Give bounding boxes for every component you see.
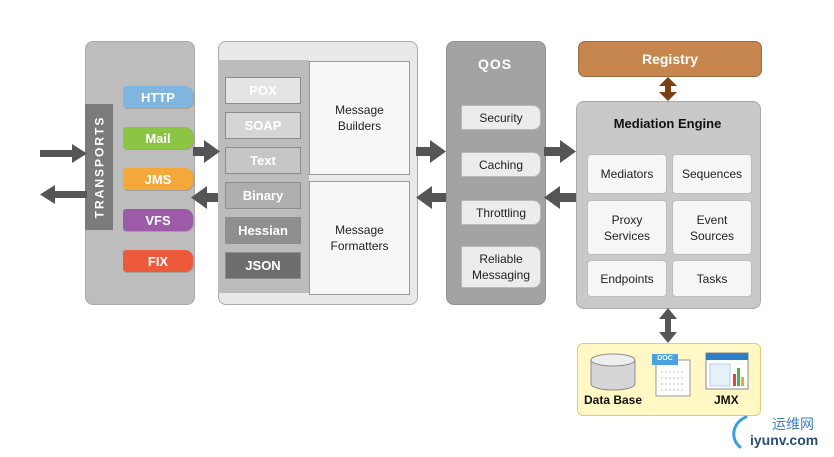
arrow-registry-mediation: [659, 77, 677, 101]
qos-caching: Caching: [461, 152, 541, 177]
document-icon: [652, 354, 691, 397]
registry-box: Registry: [578, 41, 762, 77]
qos-security: Security: [461, 105, 541, 130]
mediation-proxy-services: Proxy Services: [587, 200, 667, 255]
arrow-builders-to-qos: [416, 140, 446, 163]
watermark-swirl-icon: [732, 415, 748, 449]
format-pox-label: POX: [249, 83, 277, 98]
arrow-qos-to-formatters: [416, 186, 446, 209]
format-pox: POX: [225, 77, 301, 104]
format-hessian-label: Hessian: [238, 223, 288, 238]
qos-reliable-messaging-label: Reliable Messaging: [471, 252, 531, 282]
mediation-event-sources-label: Event Sources: [689, 212, 735, 243]
arrow-transports-to-builders: [193, 140, 220, 163]
message-builders: Message Builders: [309, 61, 410, 175]
arrow-external-in: [40, 144, 87, 163]
mediation-mediators: Mediators: [587, 154, 667, 194]
registry-label: Registry: [641, 51, 699, 67]
qos-security-label: Security: [479, 110, 523, 125]
mediation-event-sources: Event Sources: [672, 200, 752, 255]
mediation-endpoints: Endpoints: [587, 260, 667, 297]
transport-vfs-label: VFS: [145, 212, 171, 228]
format-soap-label: SOAP: [244, 118, 282, 133]
jmx-chart-icon: [705, 352, 749, 390]
mediation-proxy-services-label: Proxy Services: [603, 212, 650, 243]
transport-mail: Mail: [123, 127, 193, 149]
format-json-label: JSON: [245, 258, 281, 273]
transport-jms-label: JMS: [144, 171, 172, 187]
database-icon: [590, 353, 636, 391]
mediation-mediators-label: Mediators: [600, 167, 654, 181]
transports-label-strip: [85, 104, 113, 230]
jmx-label: JMX: [714, 393, 739, 407]
mediation-sequences: Sequences: [672, 154, 752, 194]
watermark-cn-text: 运维网: [772, 416, 814, 432]
mediation-tasks: Tasks: [672, 260, 752, 297]
arrow-mediation-data: [659, 308, 677, 343]
watermark-url-text: iyunv.com: [750, 432, 819, 448]
mediation-tasks-label: Tasks: [696, 271, 728, 286]
transport-fix: FIX: [123, 250, 193, 272]
qos-reliable-messaging: Reliable Messaging: [461, 246, 541, 288]
message-builders-label: Message Builders: [335, 103, 384, 133]
format-binary: Binary: [225, 182, 301, 209]
transport-http: HTTP: [123, 86, 193, 108]
transport-vfs: VFS: [123, 209, 193, 231]
transport-mail-label: Mail: [145, 130, 171, 146]
mediation-endpoints-label: Endpoints: [600, 271, 654, 286]
message-formatters: Message Formatters: [309, 181, 410, 295]
format-text: Text: [225, 147, 301, 174]
format-hessian: Hessian: [225, 217, 301, 244]
format-soap: SOAP: [225, 112, 301, 139]
database-label: Data Base: [584, 393, 643, 407]
qos-throttling: Throttling: [461, 200, 541, 225]
document-tag-label: DOC: [657, 355, 673, 362]
qos-throttling-label: Throttling: [475, 205, 527, 220]
mediation-engine-title: Mediation Engine: [613, 116, 722, 131]
format-binary-label: Binary: [242, 188, 284, 203]
qos-caching-label: Caching: [478, 157, 524, 172]
mediation-sequences-label: Sequences: [681, 167, 743, 181]
format-json: JSON: [225, 252, 301, 279]
arrow-external-out: [40, 185, 87, 204]
arrow-qos-to-mediation: [544, 140, 576, 163]
format-text-label: Text: [250, 153, 276, 168]
transport-fix-label: FIX: [147, 253, 169, 269]
transport-jms: JMS: [123, 168, 193, 190]
arrow-mediation-to-qos: [544, 186, 576, 209]
message-formatters-label: Message Formatters: [330, 223, 389, 253]
qos-title: QOS: [477, 56, 513, 72]
arrow-formatters-to-transports: [191, 186, 218, 209]
transport-http-label: HTTP: [141, 89, 175, 105]
